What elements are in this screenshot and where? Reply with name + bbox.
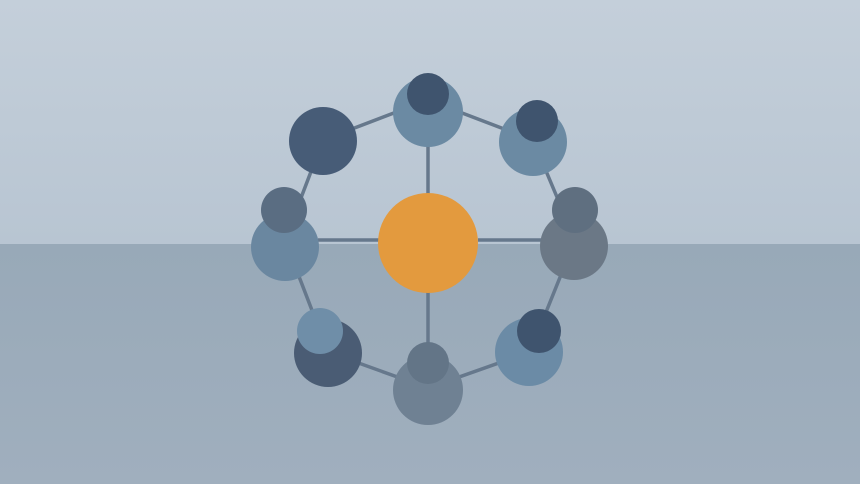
node-top-left — [289, 107, 357, 175]
node-bottom-right — [495, 309, 563, 386]
node-top-right — [499, 100, 567, 176]
node-right — [540, 187, 608, 280]
node-left — [251, 187, 319, 281]
node-top — [393, 73, 463, 147]
node-bottom-left — [294, 308, 362, 387]
node-bottom — [393, 342, 463, 425]
center-hub-node — [378, 193, 478, 293]
